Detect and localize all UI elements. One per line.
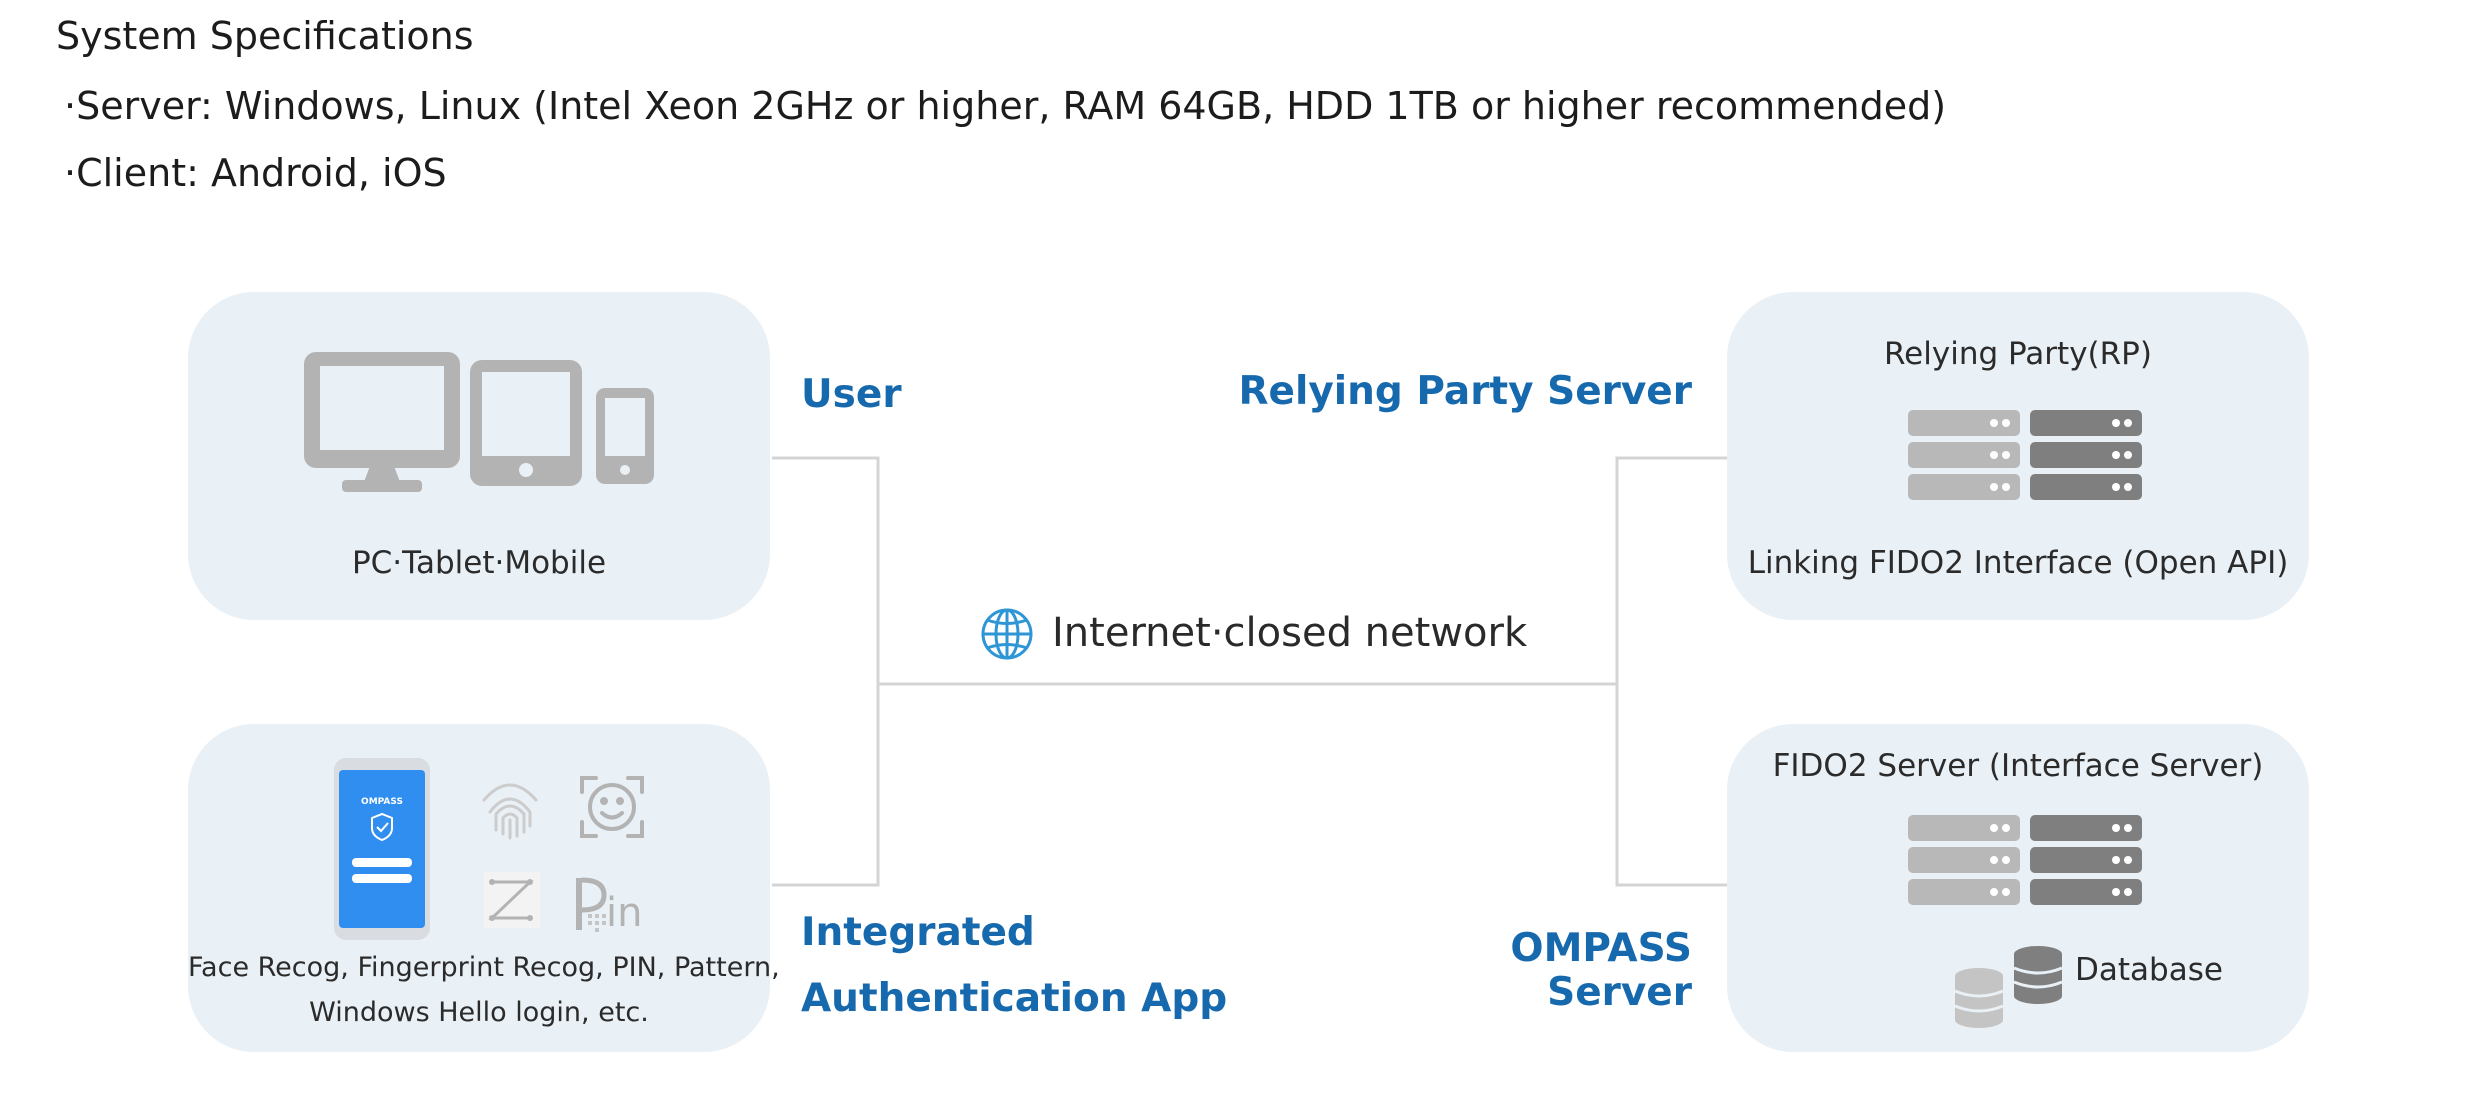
desktop-icon xyxy=(304,352,460,492)
ompass-heading-line1: OMPASS xyxy=(1510,926,1692,971)
face-id-icon xyxy=(580,776,644,838)
smartphone-app-icon: OMPASS xyxy=(334,758,430,940)
auth-app-heading-line2: Authentication App xyxy=(801,976,1228,1021)
tablet-icon xyxy=(470,360,582,486)
spec-title: System Specifications xyxy=(56,14,474,58)
spec-client: ·Client: Android, iOS xyxy=(64,151,447,195)
relying-party-heading: Relying Party Server xyxy=(1238,369,1692,414)
auth-app-heading-line1: Integrated xyxy=(801,910,1035,955)
server-rack-icon xyxy=(1908,815,2142,905)
network-label: Internet·closed network xyxy=(1052,610,1528,656)
database-icon xyxy=(1954,946,2063,1028)
pin-glyph: in xyxy=(606,890,642,936)
ompass-heading-line2: Server xyxy=(1547,970,1692,1015)
rp-subtitle: Linking FIDO2 Interface (Open API) xyxy=(1747,545,2289,581)
spec-server: ·Server: Windows, Linux (Intel Xeon 2GHz… xyxy=(64,84,1947,128)
user-heading: User xyxy=(801,372,902,417)
connector-lines xyxy=(772,456,1727,887)
pattern-icon xyxy=(484,872,540,928)
auth-methods-line2: Windows Hello login, etc. xyxy=(309,997,649,1028)
mobile-icon xyxy=(596,388,654,484)
database-label: Database xyxy=(2075,952,2223,988)
fido2-server-title: FIDO2 Server (Interface Server) xyxy=(1772,748,2264,784)
rp-title: Relying Party(RP) xyxy=(1884,336,2152,372)
phone-brand: OMPASS xyxy=(361,797,403,807)
auth-methods-line1: Face Recog, Fingerprint Recog, PIN, Patt… xyxy=(188,952,780,983)
fingerprint-icon xyxy=(482,783,538,840)
pin-icon: in xyxy=(576,877,642,936)
globe-icon xyxy=(981,608,1033,660)
auth-app-card xyxy=(188,724,770,1052)
devices-label: PC·Tablet·Mobile xyxy=(351,545,607,581)
server-rack-icon xyxy=(1908,410,2142,500)
